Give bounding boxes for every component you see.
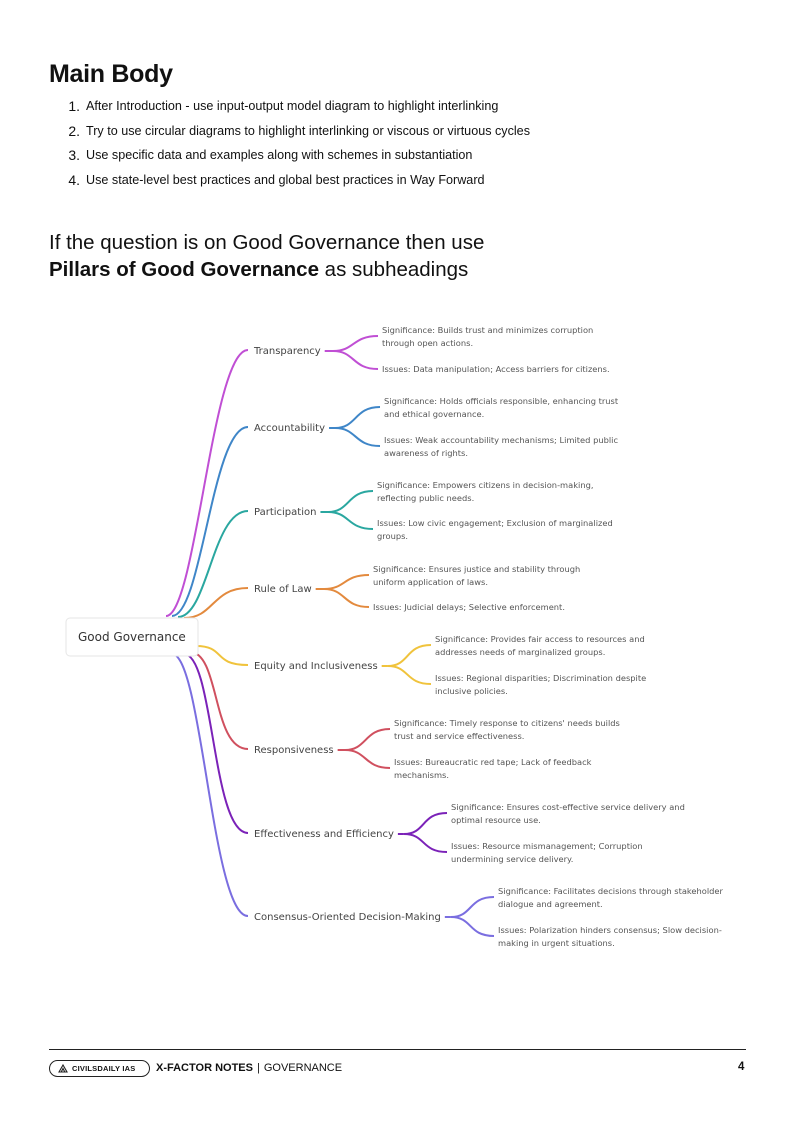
list-text: Try to use circular diagrams to highligh… bbox=[86, 123, 530, 138]
root-label: Good Governance bbox=[78, 630, 186, 644]
subheading: If the question is on Good Governance th… bbox=[49, 229, 484, 283]
list-text: Use specific data and examples along wit… bbox=[86, 148, 473, 162]
list-text: Use state-level best practices and globa… bbox=[86, 172, 485, 187]
issues-text: undermining service delivery. bbox=[451, 854, 573, 864]
issues-text: awareness of rights. bbox=[384, 448, 468, 458]
fork-line-significance bbox=[344, 728, 391, 751]
fork-line-issues bbox=[332, 350, 379, 370]
pillar-label: Participation bbox=[254, 507, 316, 518]
fork-line-significance bbox=[332, 335, 379, 352]
significance-text: trust and service effectiveness. bbox=[394, 731, 524, 741]
footer-divider bbox=[49, 1049, 746, 1050]
page-heading: Main Body bbox=[49, 60, 173, 88]
fork-line-significance bbox=[387, 644, 432, 667]
issues-text: Issues: Judicial delays; Selective enfor… bbox=[373, 602, 565, 612]
issues-text: Issues: Low civic engagement; Exclusion … bbox=[377, 518, 613, 528]
list-number: 3. bbox=[68, 147, 80, 163]
issues-text: Issues: Polarization hinders consensus; … bbox=[498, 925, 722, 935]
fork-line-issues bbox=[403, 833, 448, 853]
significance-text: Significance: Empowers citizens in decis… bbox=[377, 480, 594, 490]
pillar-label: Equity and Inclusiveness bbox=[254, 661, 378, 672]
significance-text: uniform application of laws. bbox=[373, 577, 488, 587]
subheading-rest: as subheadings bbox=[318, 258, 469, 281]
list-item: 4. Use state-level best practices and glo… bbox=[49, 168, 530, 193]
guideline-list: 1. After Introduction - use input-output … bbox=[49, 94, 530, 192]
footer-text: X-FACTOR NOTES|GOVERNANCE bbox=[156, 1062, 342, 1074]
footer-separator: | bbox=[256, 1062, 260, 1074]
significance-text: Significance: Ensures cost-effective ser… bbox=[451, 802, 685, 812]
fork-line-issues bbox=[323, 588, 370, 608]
list-item: 3. Use specific data and examples along w… bbox=[49, 143, 530, 168]
issues-text: Issues: Resource mismanagement; Corrupti… bbox=[451, 841, 643, 851]
pillar-label: Rule of Law bbox=[254, 584, 312, 595]
pillar-label: Responsiveness bbox=[254, 745, 334, 756]
issues-text: making in urgent situations. bbox=[498, 938, 615, 948]
fork-line-significance bbox=[323, 574, 370, 590]
branch-line bbox=[171, 653, 249, 917]
significance-text: Significance: Facilitates decisions thro… bbox=[498, 886, 724, 896]
list-number: 4. bbox=[68, 171, 80, 188]
branch-line bbox=[177, 510, 249, 618]
branch-line bbox=[165, 349, 249, 617]
pillar-label: Transparency bbox=[253, 346, 321, 357]
branch-line bbox=[171, 426, 249, 617]
footer-logo: CIVILSDAILY IAS bbox=[49, 1060, 150, 1077]
issues-text: groups. bbox=[377, 531, 408, 541]
footer-logo-text: CIVILSDAILY IAS bbox=[72, 1064, 136, 1073]
issues-text: Issues: Bureaucratic red tape; Lack of f… bbox=[394, 757, 592, 767]
fork-line-significance bbox=[403, 812, 448, 835]
significance-text: optimal resource use. bbox=[451, 815, 541, 825]
subheading-bold: Pillars of Good Governance bbox=[49, 258, 319, 281]
significance-text: Significance: Ensures justice and stabil… bbox=[373, 564, 580, 574]
list-number: 2. bbox=[68, 122, 80, 139]
fork-line-issues bbox=[450, 916, 495, 937]
significance-text: addresses needs of marginalized groups. bbox=[435, 647, 605, 657]
branch-line bbox=[189, 651, 249, 750]
fork-line-significance bbox=[450, 896, 495, 918]
issues-text: inclusive policies. bbox=[435, 686, 508, 696]
list-item: 1. After Introduction - use input-output … bbox=[49, 94, 530, 119]
fork-line-issues bbox=[327, 511, 374, 530]
pillar-label: Accountability bbox=[254, 423, 325, 434]
fork-line-issues bbox=[344, 749, 391, 769]
pillar-label: Consensus-Oriented Decision-Making bbox=[254, 912, 441, 923]
branch-line bbox=[183, 653, 249, 834]
subheading-line1: If the question is on Good Governance th… bbox=[49, 231, 485, 254]
issues-text: Issues: Weak accountability mechanisms; … bbox=[384, 435, 618, 445]
footer-title: X-FACTOR NOTES bbox=[156, 1062, 253, 1074]
mindmap-diagram: Transparency Significance: Builds trust a… bbox=[65, 325, 724, 948]
list-text: After Introduction - use input-output mo… bbox=[86, 99, 499, 113]
issues-text: Issues: Regional disparities; Discrimina… bbox=[435, 673, 646, 683]
significance-text: Significance: Builds trust and minimizes… bbox=[382, 325, 593, 335]
list-item: 2. Try to use circular diagrams to highli… bbox=[49, 119, 530, 144]
logo-mark-icon bbox=[58, 1064, 68, 1073]
pillar-label: Effectiveness and Efficiency bbox=[254, 829, 394, 840]
significance-text: through open actions. bbox=[382, 338, 473, 348]
significance-text: Significance: Holds officials responsibl… bbox=[384, 396, 619, 406]
root-node bbox=[65, 617, 199, 657]
list-number: 1. bbox=[68, 98, 80, 114]
significance-text: and ethical governance. bbox=[384, 409, 484, 419]
issues-text: mechanisms. bbox=[394, 770, 449, 780]
fork-line-significance bbox=[327, 490, 374, 513]
significance-text: reflecting public needs. bbox=[377, 493, 474, 503]
branch-line bbox=[195, 645, 249, 666]
branch-line bbox=[183, 587, 249, 619]
fork-line-significance bbox=[334, 406, 381, 429]
significance-text: Significance: Provides fair access to re… bbox=[435, 634, 645, 644]
fork-line-issues bbox=[387, 665, 432, 685]
significance-text: dialogue and agreement. bbox=[498, 899, 603, 909]
footer-section: GOVERNANCE bbox=[263, 1062, 343, 1074]
page-number: 4 bbox=[738, 1061, 745, 1073]
fork-line-issues bbox=[335, 427, 381, 447]
significance-text: Significance: Timely response to citizen… bbox=[394, 718, 620, 728]
issues-text: Issues: Data manipulation; Access barrie… bbox=[382, 364, 610, 374]
